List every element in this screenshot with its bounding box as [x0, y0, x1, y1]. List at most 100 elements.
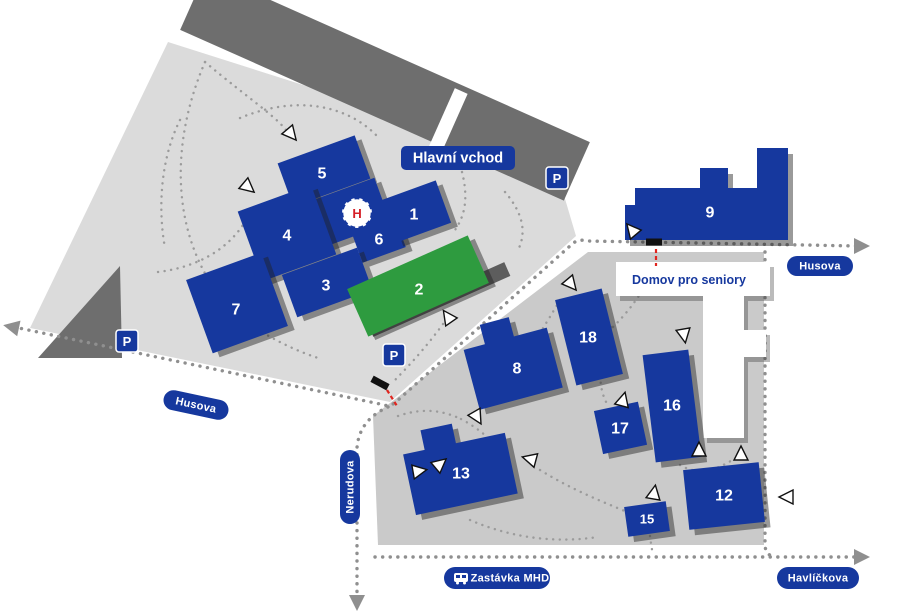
seniors-home-label: Domov pro seniory: [632, 273, 746, 287]
husova-east-box: [787, 256, 853, 276]
building-3-label: 3: [322, 278, 331, 295]
building-16-shape: [642, 349, 702, 463]
main-entrance-label: Hlavní vchod: [413, 151, 503, 167]
building-7: 7: [186, 252, 288, 354]
entrance-arrow-icon: [520, 452, 539, 469]
building-2-label: 2: [415, 282, 424, 299]
bus-stop-box: [444, 567, 550, 589]
building-12-label: 12: [715, 488, 733, 505]
building-13-label: 13: [452, 466, 470, 483]
badge-main-entrance: Hlavní vchod: [401, 146, 515, 170]
parking-letter: P: [123, 334, 132, 349]
parking-letter: P: [390, 348, 399, 363]
bus-window: [462, 575, 466, 578]
entrance-arrow-icon: [237, 176, 256, 194]
building-9-shape: [625, 148, 788, 240]
bus-wheel: [456, 581, 459, 585]
entrance-arrow-icon: [442, 309, 459, 328]
building-12-shape: [683, 462, 765, 530]
parking-letter: P: [553, 171, 562, 186]
building-2-shape: [347, 235, 489, 337]
building-6-label: 6: [375, 232, 384, 249]
badge-husova-west: Husova: [163, 390, 229, 420]
street-east-path: [763, 250, 778, 559]
helipad-icon: H: [340, 196, 374, 230]
building-8-label: 8: [513, 361, 522, 378]
footpath: [390, 322, 445, 385]
helipad-circle: [340, 196, 374, 230]
street-nerudova-path: [355, 405, 390, 600]
building-8: 8: [463, 317, 563, 410]
parking-icon: P: [545, 166, 569, 190]
bus-stop-label: Zastávka MHD: [471, 573, 550, 585]
parking-box: [382, 343, 406, 367]
building-15: 15: [624, 501, 670, 537]
building-13: 13: [403, 423, 518, 516]
building-1-shape: [381, 180, 452, 243]
building-4-label: 4: [283, 228, 292, 245]
entrance-arrow-icon: [674, 326, 691, 345]
street-husova-path: [12, 238, 860, 408]
footpath: [503, 190, 524, 254]
building-18-shape: [555, 288, 623, 386]
building-17-label: 17: [611, 421, 629, 438]
building-1: 1: [381, 180, 452, 243]
pedestrian-crossing: [426, 88, 468, 158]
building-3-shape: [281, 247, 373, 318]
entrance-arrow-icon: [410, 464, 429, 481]
badge-husova-east: Husova: [787, 256, 853, 276]
badge-bus-stop: Zastávka MHD: [444, 567, 550, 589]
building-9-label: 9: [706, 205, 715, 222]
husova-west-box: [163, 390, 229, 420]
entrance-arrow-icon: [625, 222, 643, 241]
footpath: [238, 104, 379, 138]
nerudova-box: [340, 450, 360, 524]
building-3: 3: [281, 247, 373, 318]
entrance-arrow-icon: [280, 123, 298, 142]
gate-marker: [370, 375, 390, 391]
footpath: [522, 298, 562, 360]
building-15-label: 15: [640, 512, 654, 527]
entrance-arrow-icon: [732, 444, 750, 461]
building-13-shape: [403, 423, 518, 516]
entrance-arrow-icon: [690, 440, 708, 457]
bus-window: [456, 575, 460, 578]
nerudova-label: Nerudova: [345, 460, 357, 514]
building-8-shape: [463, 317, 563, 410]
seniors-home-building: Domov pro seniory: [616, 262, 770, 438]
entrance-arrow-icon: [613, 390, 630, 409]
badge-havlickova: Havlíčkova: [777, 567, 859, 589]
road-arrow-icon: [854, 238, 870, 254]
husova-east-label: Husova: [799, 261, 841, 273]
building-15-shape: [624, 501, 670, 537]
road-arrow-icon: [349, 595, 365, 611]
parking-box: [115, 329, 139, 353]
building-12: 12: [683, 462, 765, 530]
building-5-label: 5: [318, 166, 327, 183]
entrance-arrow-icon: [466, 407, 482, 426]
building-18: 18: [555, 288, 623, 386]
footpath: [160, 118, 182, 250]
main-entrance-box: [401, 146, 515, 170]
gates: [370, 238, 662, 407]
footpath: [453, 170, 467, 232]
streets: [3, 238, 870, 611]
building-18-label: 18: [579, 330, 597, 347]
building-16-label: 16: [663, 398, 681, 415]
main-road: [180, 0, 590, 201]
building-7-label: 7: [232, 302, 241, 319]
entrance-arrow-icon: [429, 457, 448, 475]
entrance-arrow-icon: [560, 273, 578, 292]
road-arrow-icon: [3, 320, 21, 337]
bus-wheel: [463, 581, 466, 585]
building-7-shape: [186, 252, 288, 354]
seniors-home-shape: [616, 262, 770, 438]
entrance-arrows: [237, 123, 794, 506]
road-arrow-icon: [854, 549, 870, 565]
helipad-letter: H: [352, 206, 361, 221]
building-2: 2: [347, 235, 489, 337]
building-1-label: 1: [410, 207, 419, 224]
footpath: [678, 455, 739, 473]
